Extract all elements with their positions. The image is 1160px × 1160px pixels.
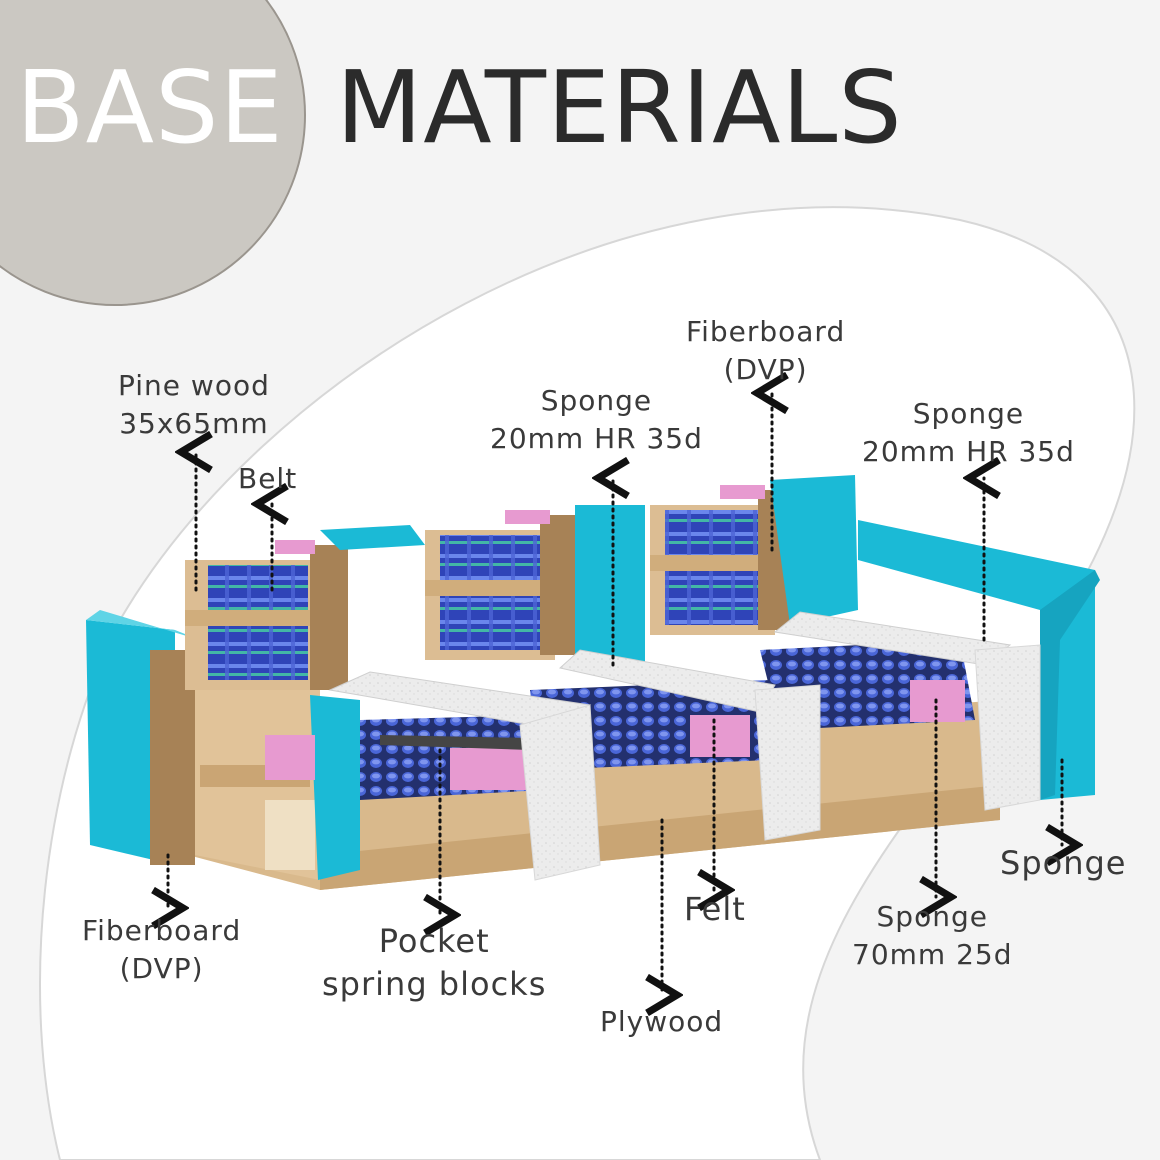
label-pine-wood-line1: Pine wood xyxy=(118,369,270,402)
label-pine-wood-line2: 35x65mm xyxy=(119,406,269,440)
label-sponge-70-line1: Sponge xyxy=(876,900,988,933)
back-frame-2 xyxy=(425,505,645,665)
label-sponge-mid-line1: Sponge xyxy=(540,384,653,417)
label-plywood: Plywood xyxy=(600,1005,724,1038)
label-fiberboard-bottom-line1: Fiberboard xyxy=(82,914,242,947)
back-frame-1 xyxy=(185,525,425,690)
pink-foam-1 xyxy=(265,735,315,780)
top-sponge-3 xyxy=(773,611,1012,666)
label-fiberboard-top-line2: (DVP) xyxy=(723,352,808,386)
label-pine-wood: Pine wood 35x65mm xyxy=(118,367,270,443)
title-base: BASE xyxy=(16,49,284,166)
label-pocket-springs: Pocket spring blocks xyxy=(322,920,546,1006)
label-sponge-right-line1: Sponge xyxy=(912,397,1025,430)
title-materials: MATERIALS xyxy=(336,49,903,166)
label-sponge: Sponge xyxy=(1000,844,1127,882)
felt-column-1 xyxy=(519,704,601,881)
title-circle xyxy=(0,0,306,306)
label-sponge-70-line2: 70mm 25d xyxy=(852,937,1013,971)
label-sponge-mid: Sponge 20mm HR 35d xyxy=(490,382,703,458)
label-fiberboard-bottom-line2: (DVP) xyxy=(119,951,204,985)
callout-arrows xyxy=(168,393,1062,995)
label-fiberboard-top: Fiberboard (DVP) xyxy=(686,313,845,389)
label-pocket-springs-line1: Pocket xyxy=(378,922,490,960)
right-arm-sponge xyxy=(858,520,1095,800)
felt-column-2 xyxy=(754,684,821,841)
label-fiberboard-bottom: Fiberboard (DVP) xyxy=(82,912,241,988)
label-sponge-mid-line2: 20mm HR 35d xyxy=(490,421,703,455)
label-fiberboard-top-line1: Fiberboard xyxy=(686,315,846,348)
felt-column-3 xyxy=(974,644,1041,811)
sofa xyxy=(86,475,1100,890)
back-frame-3 xyxy=(650,475,858,635)
label-sponge-right-line2: 20mm HR 35d xyxy=(862,434,1075,468)
label-belt: Belt xyxy=(238,462,298,495)
label-sponge-right: Sponge 20mm HR 35d xyxy=(862,395,1075,471)
label-sponge-70: Sponge 70mm 25d xyxy=(852,898,1012,974)
label-felt: Felt xyxy=(684,890,746,928)
label-pocket-springs-line2: spring blocks xyxy=(322,965,547,1004)
